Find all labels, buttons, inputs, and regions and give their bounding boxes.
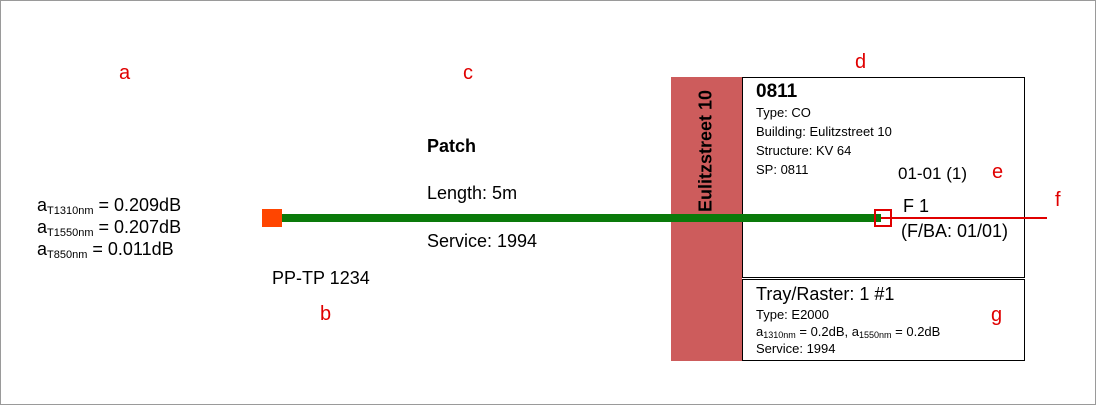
tray-details: Type: E2000 a1310nm = 0.2dB, a1550nm = 0… bbox=[756, 306, 940, 357]
fiber-name: F 1 bbox=[903, 196, 930, 216]
attenuation-850: aT850nm = 0.011dB bbox=[37, 239, 174, 261]
fiber-connector-marker[interactable] bbox=[874, 209, 892, 227]
tray-type: Type: E2000 bbox=[756, 307, 829, 322]
patch-panel-name: PP-TP 1234 bbox=[272, 268, 370, 288]
patch-title: Patch bbox=[427, 136, 477, 156]
label-d: d bbox=[855, 51, 867, 73]
tray-title: Tray/Raster: 1 #1 bbox=[756, 284, 895, 304]
port-id: 01-01 (1) bbox=[898, 164, 967, 183]
site-structure: Structure: KV 64 bbox=[756, 143, 852, 158]
patch-panel-marker[interactable] bbox=[262, 209, 282, 227]
label-a: a bbox=[119, 62, 131, 84]
fiber-detail: (F/BA: 01/01) bbox=[901, 221, 1009, 241]
site-type: Type: CO bbox=[756, 105, 811, 120]
attenuation-1310: aT1310nm = 0.209dB bbox=[37, 195, 182, 217]
patch-length: Length: 5m bbox=[427, 183, 518, 203]
patch-service: Service: 1994 bbox=[427, 231, 538, 251]
tray-service: Service: 1994 bbox=[756, 341, 836, 356]
patch-cable[interactable] bbox=[271, 214, 881, 222]
tray-box bbox=[742, 279, 1025, 361]
label-g: g bbox=[991, 304, 1003, 326]
attenuation-list: aT1310nm = 0.209dB aT1550nm = 0.207dB aT… bbox=[37, 194, 182, 261]
tray-attenuation: a1310nm = 0.2dB, a1550nm = 0.2dB bbox=[756, 324, 941, 340]
site-details: Type: CO Building: Eulitzstreet 10 Struc… bbox=[756, 103, 892, 179]
label-e: e bbox=[992, 161, 1004, 183]
site-box bbox=[742, 77, 1025, 278]
attenuation-1550: aT1550nm = 0.207dB bbox=[37, 217, 182, 239]
label-f: f bbox=[1055, 189, 1061, 211]
fiber-line bbox=[879, 217, 1047, 219]
site-id: 0811 bbox=[756, 81, 798, 102]
site-building: Building: Eulitzstreet 10 bbox=[756, 124, 892, 139]
site-sp: SP: 0811 bbox=[756, 162, 809, 177]
street-name: Eulitzstreet 10 bbox=[695, 89, 716, 213]
label-b: b bbox=[320, 303, 332, 325]
label-c: c bbox=[463, 62, 473, 84]
